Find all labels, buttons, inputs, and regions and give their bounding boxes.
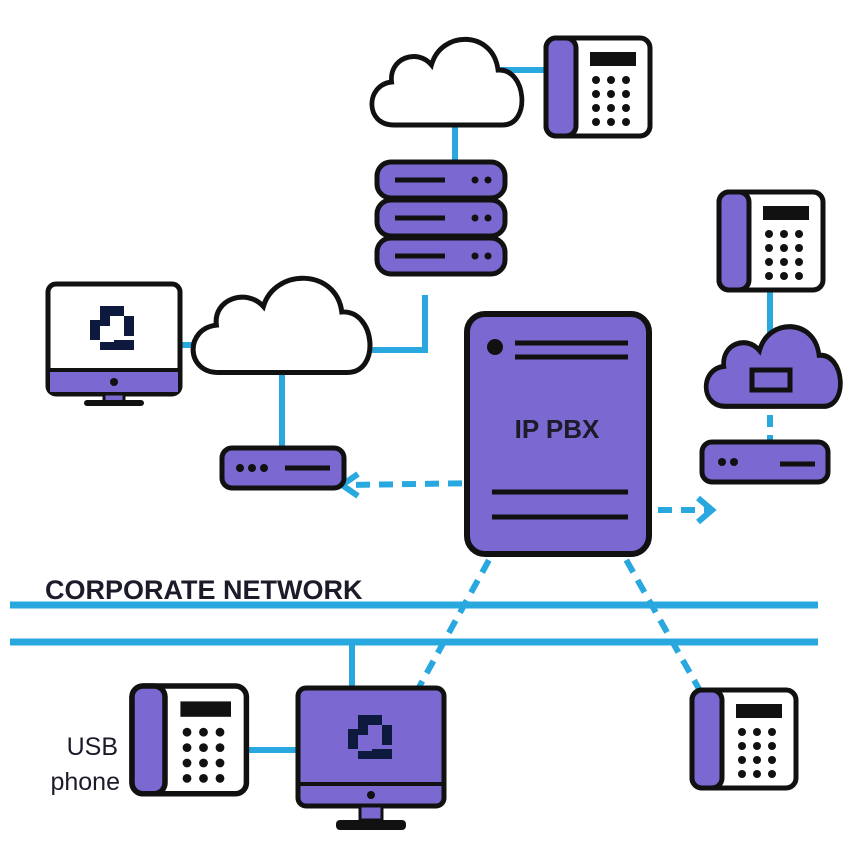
server-stack-icon	[374, 159, 508, 277]
link-server-cloud	[360, 295, 428, 353]
usb-label: USB	[67, 733, 118, 761]
desk-phone-icon	[546, 38, 650, 136]
desk-phone-icon	[719, 192, 823, 290]
monitor-icon	[45, 281, 183, 406]
arrow-right-icon	[696, 495, 717, 525]
cloud-icon	[706, 327, 840, 407]
cloud-icon	[372, 39, 522, 125]
phone-label: phone	[50, 768, 120, 796]
dashed-link-router-left	[344, 480, 486, 488]
dashed-link-phone-right	[612, 538, 715, 714]
router-icon	[699, 439, 831, 485]
network-label: CORPORATE NETWORK	[45, 575, 363, 605]
pbx-label: IP PBX	[515, 414, 600, 444]
router-icon	[219, 445, 347, 491]
pbx-server-icon: IP PBX	[464, 311, 652, 557]
desk-phone-icon	[692, 690, 796, 788]
cloud-icon	[193, 278, 370, 372]
usb-phone-icon	[132, 686, 246, 794]
monitor-icon	[295, 685, 447, 830]
